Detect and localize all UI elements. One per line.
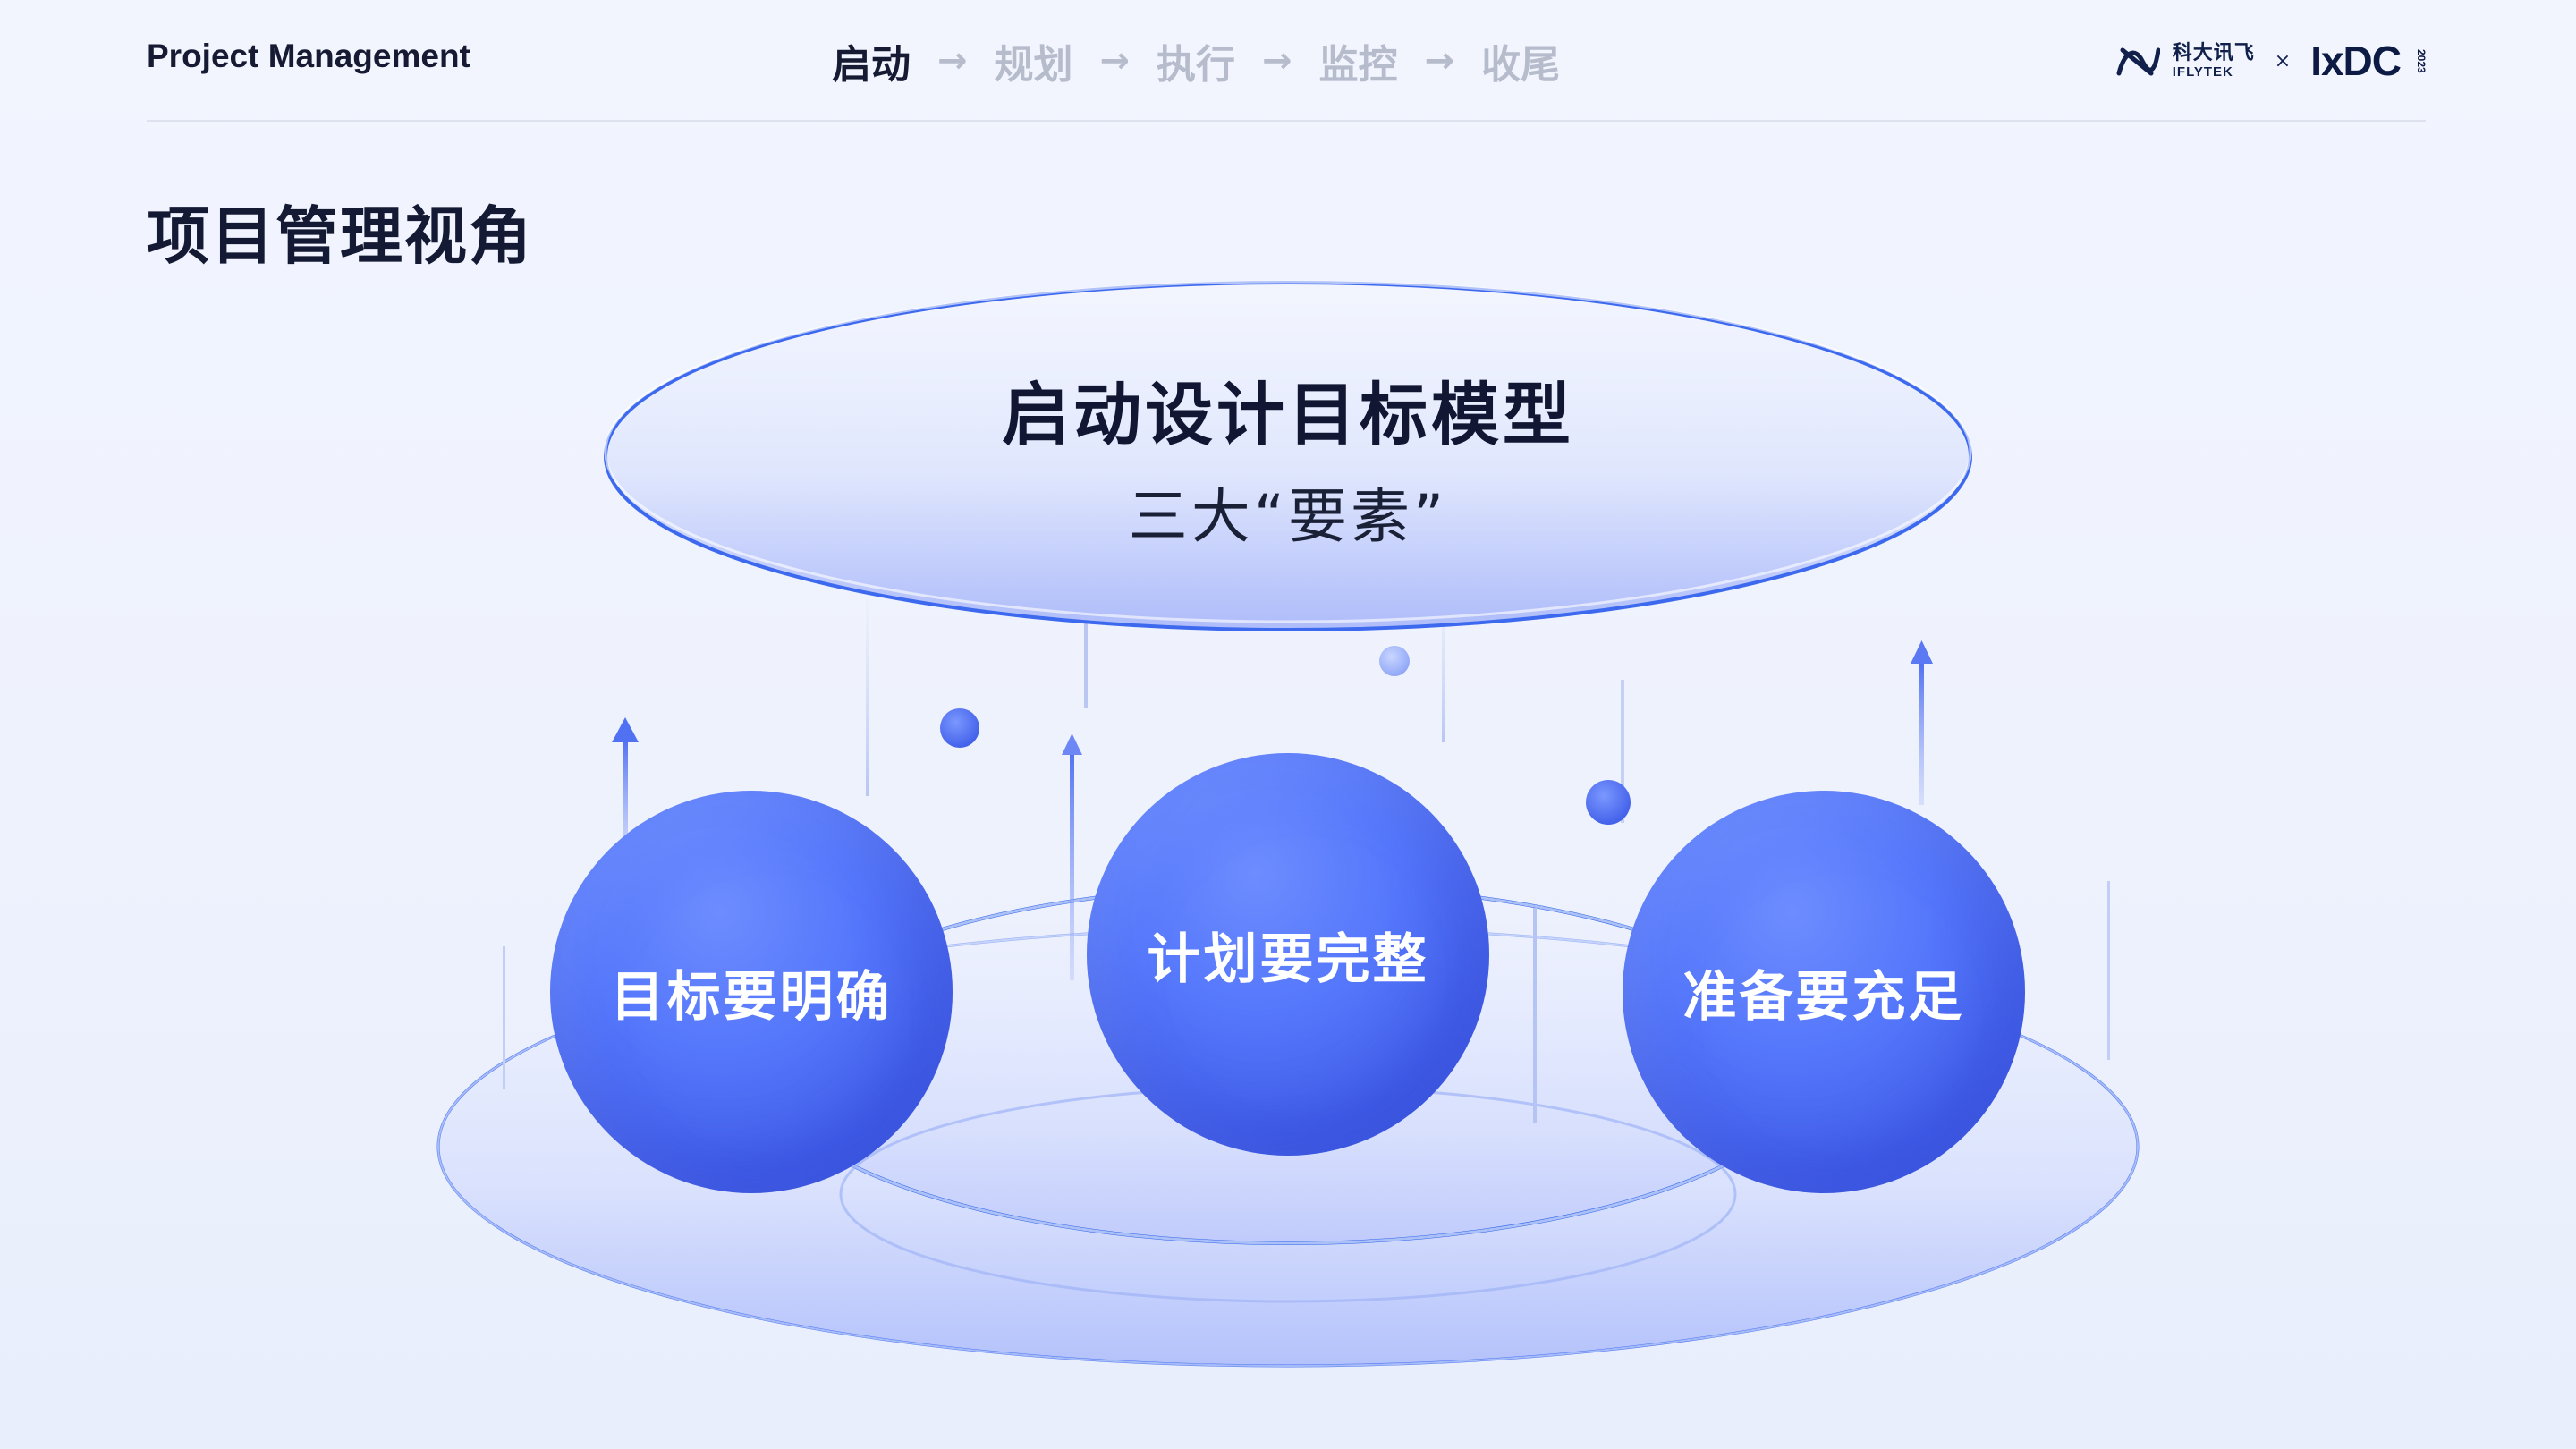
element-label: 准备要充足 [1682,965,1965,1029]
guide-line [1621,680,1624,823]
arrow-icon: → [1099,40,1131,81]
iflytek-en: IFLYTEK [2172,64,2233,80]
model-title: 启动设计目标模型 [1002,375,1574,454]
process-steps: 启动 → 规划 → 执行 → 监控 → 收尾 [832,34,1560,88]
top-disc-highlight [604,280,1972,623]
guide-line [1084,601,1088,708]
element-sphere-plan: 计划要完整 [1087,753,1489,1156]
arrow-icon: → [937,40,968,81]
header-divider [147,120,2426,122]
guide-line [866,590,869,796]
element-sphere-prep: 准备要充足 [1623,791,2025,1193]
iflytek-wordmark: 科大讯飞 IFLYTEK [2172,41,2255,80]
model-subtitle: 三大“要素” [1128,482,1448,551]
step-monitoring[interactable]: 监控 [1318,42,1398,88]
guide-line [1533,908,1537,1123]
element-sphere-goal: 目标要明确 [550,791,953,1193]
step-planning[interactable]: 规划 [994,42,1073,88]
floating-dot [1586,780,1631,825]
iflytek-cn: 科大讯飞 [2172,41,2255,64]
up-arrow-icon [1062,733,1082,980]
up-arrow-icon [612,717,639,864]
arrow-icon: → [1262,40,1292,81]
iflytek-logo-icon [2115,43,2160,79]
step-closing[interactable]: 收尾 [1481,42,1561,88]
guide-line [2107,881,2110,1060]
guide-line [1442,590,1445,742]
up-arrow-icon [1911,640,1933,805]
element-label: 计划要完整 [1147,928,1429,991]
logo-area: 科大讯飞 IFLYTEK × IxDC 2023 [2115,36,2428,86]
floating-dot [940,708,979,748]
times-icon: × [2274,49,2292,72]
section-title: 项目管理视角 [147,199,533,273]
ixdc-year: 2023 [2415,48,2428,73]
step-execution[interactable]: 执行 [1157,42,1236,88]
ixdc-logo: IxDC [2310,38,2402,84]
arrow-icon: → [1424,40,1455,81]
header-brand: Project Management [147,38,470,74]
step-initiate[interactable]: 启动 [832,42,911,88]
floating-dot [1379,646,1410,676]
element-label: 目标要明确 [610,965,893,1029]
guide-line [503,946,505,1089]
